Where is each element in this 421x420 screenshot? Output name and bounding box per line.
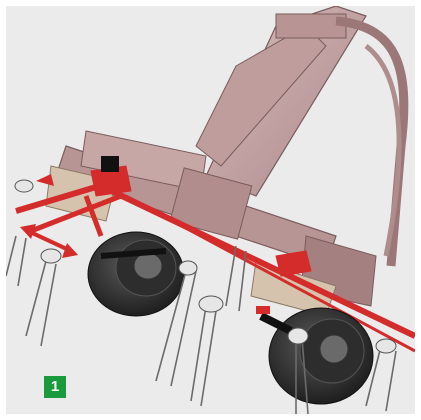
drawbar-frame — [195, 6, 409, 267]
rake-tines — [6, 235, 397, 414]
bracket-marker — [256, 306, 270, 314]
tine-holders — [14, 179, 397, 354]
highlighted-linkage — [15, 156, 415, 353]
step-number-badge: 1 — [44, 376, 66, 398]
rotary-rake-drawing — [6, 6, 415, 414]
left-wheel — [87, 231, 185, 317]
machine-illustration: 1 — [6, 6, 415, 414]
adjustment-arrow-icon — [20, 174, 78, 258]
right-wheel — [259, 307, 374, 405]
